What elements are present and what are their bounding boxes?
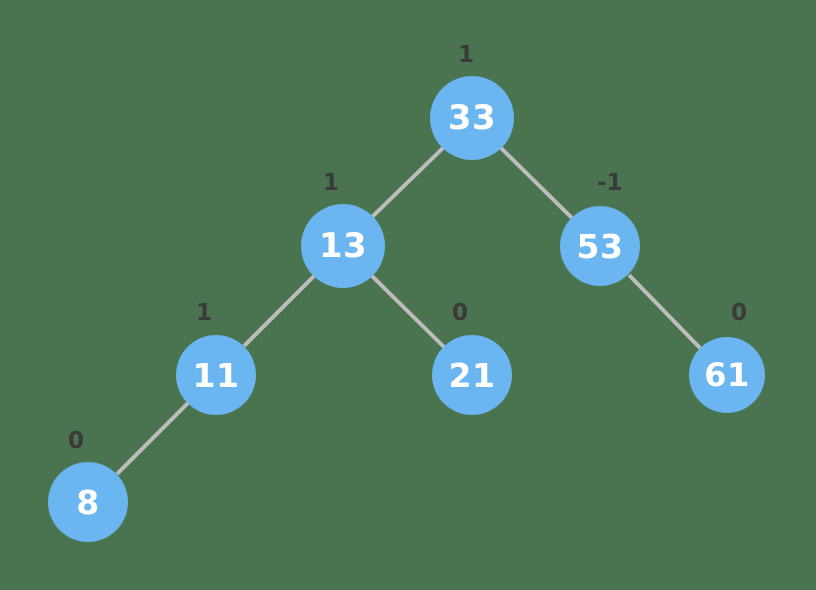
tree-node-33[interactable]: 33 [430, 76, 514, 160]
tree-node-key-label: 21 [448, 355, 496, 395]
tree-edge [627, 273, 702, 350]
tree-node-61[interactable]: 61 [689, 337, 765, 413]
tree-edge [370, 274, 446, 349]
tree-edge [499, 146, 574, 220]
tree-node-11[interactable]: 11 [176, 335, 256, 415]
balance-factor-label-33: 1 [458, 42, 475, 68]
balance-factor-label-61: 0 [731, 300, 748, 326]
tree-node-8[interactable]: 8 [48, 462, 128, 542]
tree-node-key-label: 8 [76, 482, 100, 522]
tree-edge [370, 146, 445, 219]
balance-factor-label-8: 0 [68, 428, 85, 454]
tree-edge [115, 401, 190, 476]
balance-factor-label-53: -1 [597, 170, 623, 196]
tree-node-53[interactable]: 53 [560, 206, 640, 286]
tree-node-13[interactable]: 13 [301, 204, 385, 288]
tree-node-key-label: 11 [192, 355, 240, 395]
tree-edge [242, 274, 316, 348]
balance-factor-label-13: 1 [323, 170, 340, 196]
tree-node-key-label: 61 [704, 356, 750, 394]
balance-factor-label-21: 0 [452, 300, 469, 326]
tree-node-key-label: 13 [318, 226, 368, 266]
balance-factor-label-11: 1 [196, 300, 213, 326]
tree-node-key-label: 33 [447, 98, 497, 138]
tree-node-21[interactable]: 21 [432, 335, 512, 415]
tree-node-key-label: 53 [576, 226, 624, 266]
